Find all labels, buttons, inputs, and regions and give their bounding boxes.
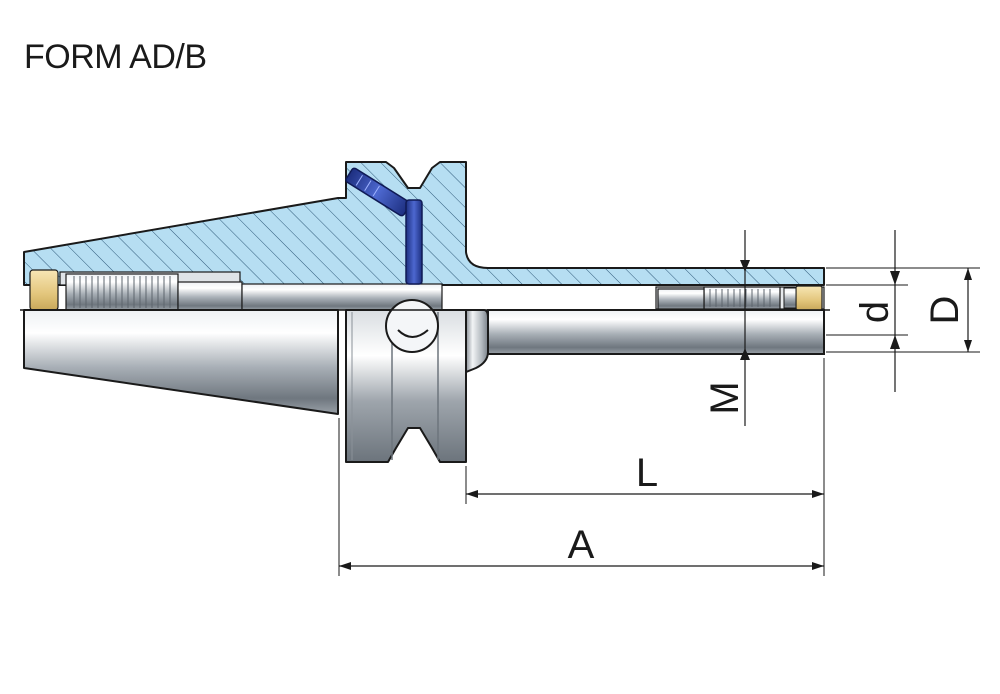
thread-right-lines: [709, 289, 771, 307]
bore-sleeve: [177, 281, 243, 311]
thread-left-lines: [73, 276, 171, 308]
flange: [345, 309, 467, 463]
dim-label-d-small: d: [853, 301, 897, 323]
dim-arrow-m-bottom: [740, 348, 750, 360]
taper-shank: [23, 309, 339, 415]
coolant-screw-vertical: [405, 199, 423, 285]
dim-label-l: L: [636, 451, 658, 495]
dim-label-m: M: [703, 381, 747, 414]
thread-right: [703, 286, 781, 310]
end-cap: [783, 287, 797, 309]
neck: [465, 309, 489, 374]
dim-arrow-m-top: [740, 260, 750, 272]
thread-right-sleeve: [657, 288, 705, 310]
drive-slot: [385, 299, 439, 353]
brass-insert-right: [795, 285, 823, 311]
dim-label-d-large: D: [923, 296, 967, 325]
drive-slot-arc: [397, 329, 429, 338]
brass-insert-left: [29, 269, 59, 311]
dim-arrow-d-bottom: [890, 335, 900, 349]
section-body-upper: [23, 161, 825, 286]
shaft: [487, 309, 825, 355]
dim-label-a: A: [568, 523, 595, 567]
drawing-title: FORM AD/B: [24, 38, 207, 76]
dim-arrow-d-top: [890, 271, 900, 285]
